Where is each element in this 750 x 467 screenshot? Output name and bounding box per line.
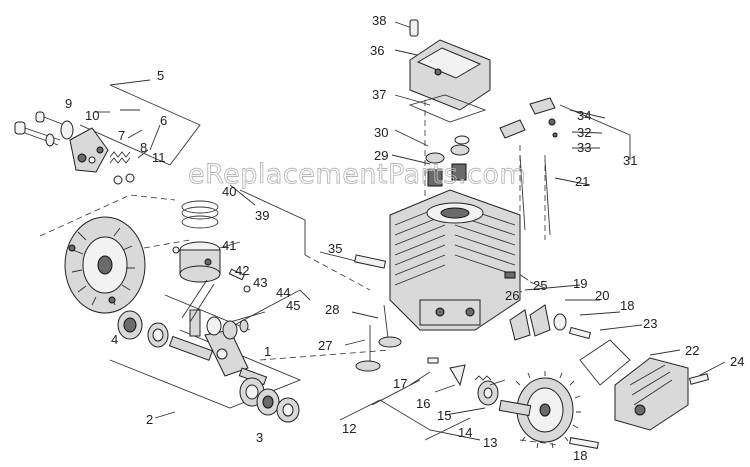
callout-42: 42 [235, 263, 249, 278]
callout-23: 23 [643, 316, 657, 331]
callout-33: 33 [577, 140, 591, 155]
flywheel-part [64, 216, 146, 314]
callout-32: 32 [577, 125, 591, 140]
callout-40: 40 [222, 184, 236, 199]
rocker-cover-part-36 [409, 39, 491, 111]
callout-34: 34 [577, 108, 591, 123]
callout-30: 30 [374, 125, 388, 140]
callout-16: 16 [416, 396, 430, 411]
callout-8: 8 [140, 140, 147, 155]
engine-block-part [389, 189, 521, 331]
callout-41: 41 [222, 238, 236, 253]
bearing-part-4 [117, 310, 169, 348]
callout-39: 39 [255, 208, 269, 223]
callout-3: 3 [256, 430, 263, 445]
piston-part-41 [172, 241, 221, 283]
callout-15: 15 [437, 408, 451, 423]
cam-gear-part-13 [498, 371, 581, 449]
callout-10: 10 [85, 108, 99, 123]
valve-part-27 [355, 325, 381, 372]
callout-5: 5 [157, 68, 164, 83]
callout-22: 22 [685, 343, 699, 358]
callout-6: 6 [160, 113, 167, 128]
callout-18: 18 [620, 298, 634, 313]
crankcase-cover-part-22 [614, 357, 689, 431]
watermark-text: eReplacementParts.com [188, 159, 526, 190]
gasket-part-23 [579, 339, 631, 386]
callout-36: 36 [370, 43, 384, 58]
valve-part-28 [378, 304, 402, 348]
callout-14: 14 [458, 425, 472, 440]
gasket-part-37 [408, 94, 487, 123]
spring-part-8 [109, 151, 131, 164]
callout-24: 24 [730, 354, 744, 369]
callout-7: 7 [118, 128, 125, 143]
callout-11: 11 [152, 150, 166, 165]
callout-44: 44 [276, 285, 290, 300]
piston-ring-part-40 [181, 200, 219, 229]
callout-21: 21 [575, 174, 589, 189]
bolt-part-10 [35, 111, 63, 125]
callout-38: 38 [372, 13, 386, 28]
callout-43: 43 [253, 275, 267, 290]
clutch-part [45, 120, 109, 173]
callout-2: 2 [146, 412, 153, 427]
callout-19: 19 [573, 276, 587, 291]
callout-29: 29 [374, 148, 388, 163]
callout-12: 12 [342, 421, 356, 436]
callout-45: 45 [286, 298, 300, 313]
callout-13: 13 [483, 435, 497, 450]
callout-numbers: 1 2 3 4 5 6 7 8 9 10 11 12 13 14 15 16 1… [65, 13, 744, 463]
callout-26: 26 [505, 288, 519, 303]
parts [14, 19, 710, 449]
connecting-rod-part [181, 279, 222, 336]
callout-37: 37 [372, 87, 386, 102]
callout-18-second: 18 [573, 448, 587, 463]
callout-17: 17 [393, 376, 407, 391]
bearing-part-3 [239, 377, 300, 423]
callout-25: 25 [533, 278, 547, 293]
crankshaft-part-1 [168, 309, 268, 386]
callout-35: 35 [328, 241, 342, 256]
callout-31: 31 [623, 153, 637, 168]
callout-27: 27 [318, 338, 332, 353]
callout-4: 4 [111, 332, 118, 347]
callout-28: 28 [325, 302, 339, 317]
callout-1: 1 [264, 344, 271, 359]
callout-20: 20 [595, 288, 609, 303]
callout-9: 9 [65, 96, 72, 111]
